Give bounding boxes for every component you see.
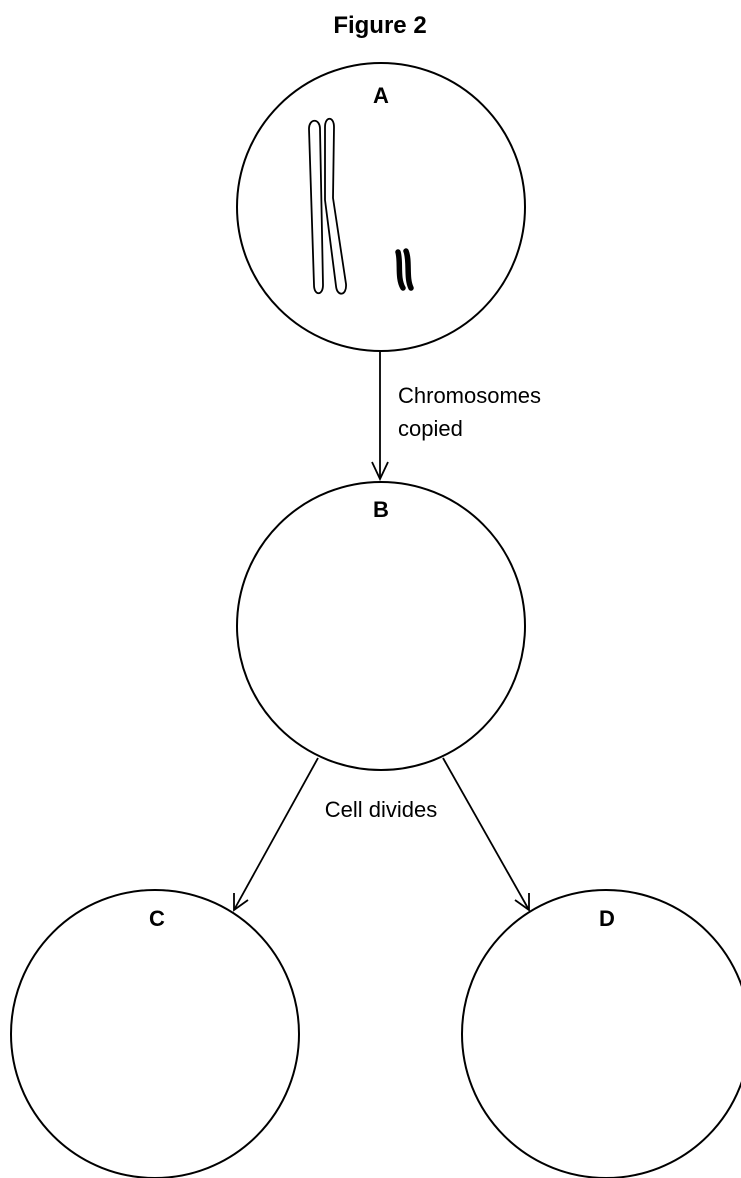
short-chromosome-pair	[395, 248, 414, 291]
arrow-b-to-c	[233, 757, 319, 912]
cell-c-label: C	[149, 906, 165, 931]
short-chromatid-left	[395, 249, 406, 291]
cell-b-label: B	[373, 497, 389, 522]
cell-b: B	[236, 481, 526, 771]
figure-title: Figure 2	[333, 12, 426, 39]
chromosomes-copied-label-line1: Chromosomes	[398, 383, 541, 408]
cell-divides-label: Cell divides	[325, 797, 438, 822]
long-chromatid-left	[308, 119, 324, 295]
cell-c-circle	[10, 889, 300, 1178]
cell-d: D	[461, 889, 741, 1178]
cell-c: C	[10, 889, 300, 1178]
arrow-b-to-d	[442, 757, 530, 912]
long-chromatid-right	[324, 117, 347, 295]
cell-a-circle	[236, 62, 526, 352]
short-chromatid-right	[403, 248, 414, 291]
cell-a: A	[236, 62, 526, 352]
cell-d-label: D	[599, 906, 615, 931]
cell-a-label: A	[373, 83, 389, 108]
chromosomes-copied-label-line2: copied	[398, 416, 463, 441]
cell-d-circle	[461, 889, 741, 1178]
cell-b-circle	[236, 481, 526, 771]
long-chromosome-pair	[308, 117, 347, 295]
arrow-a-to-b	[371, 351, 389, 482]
